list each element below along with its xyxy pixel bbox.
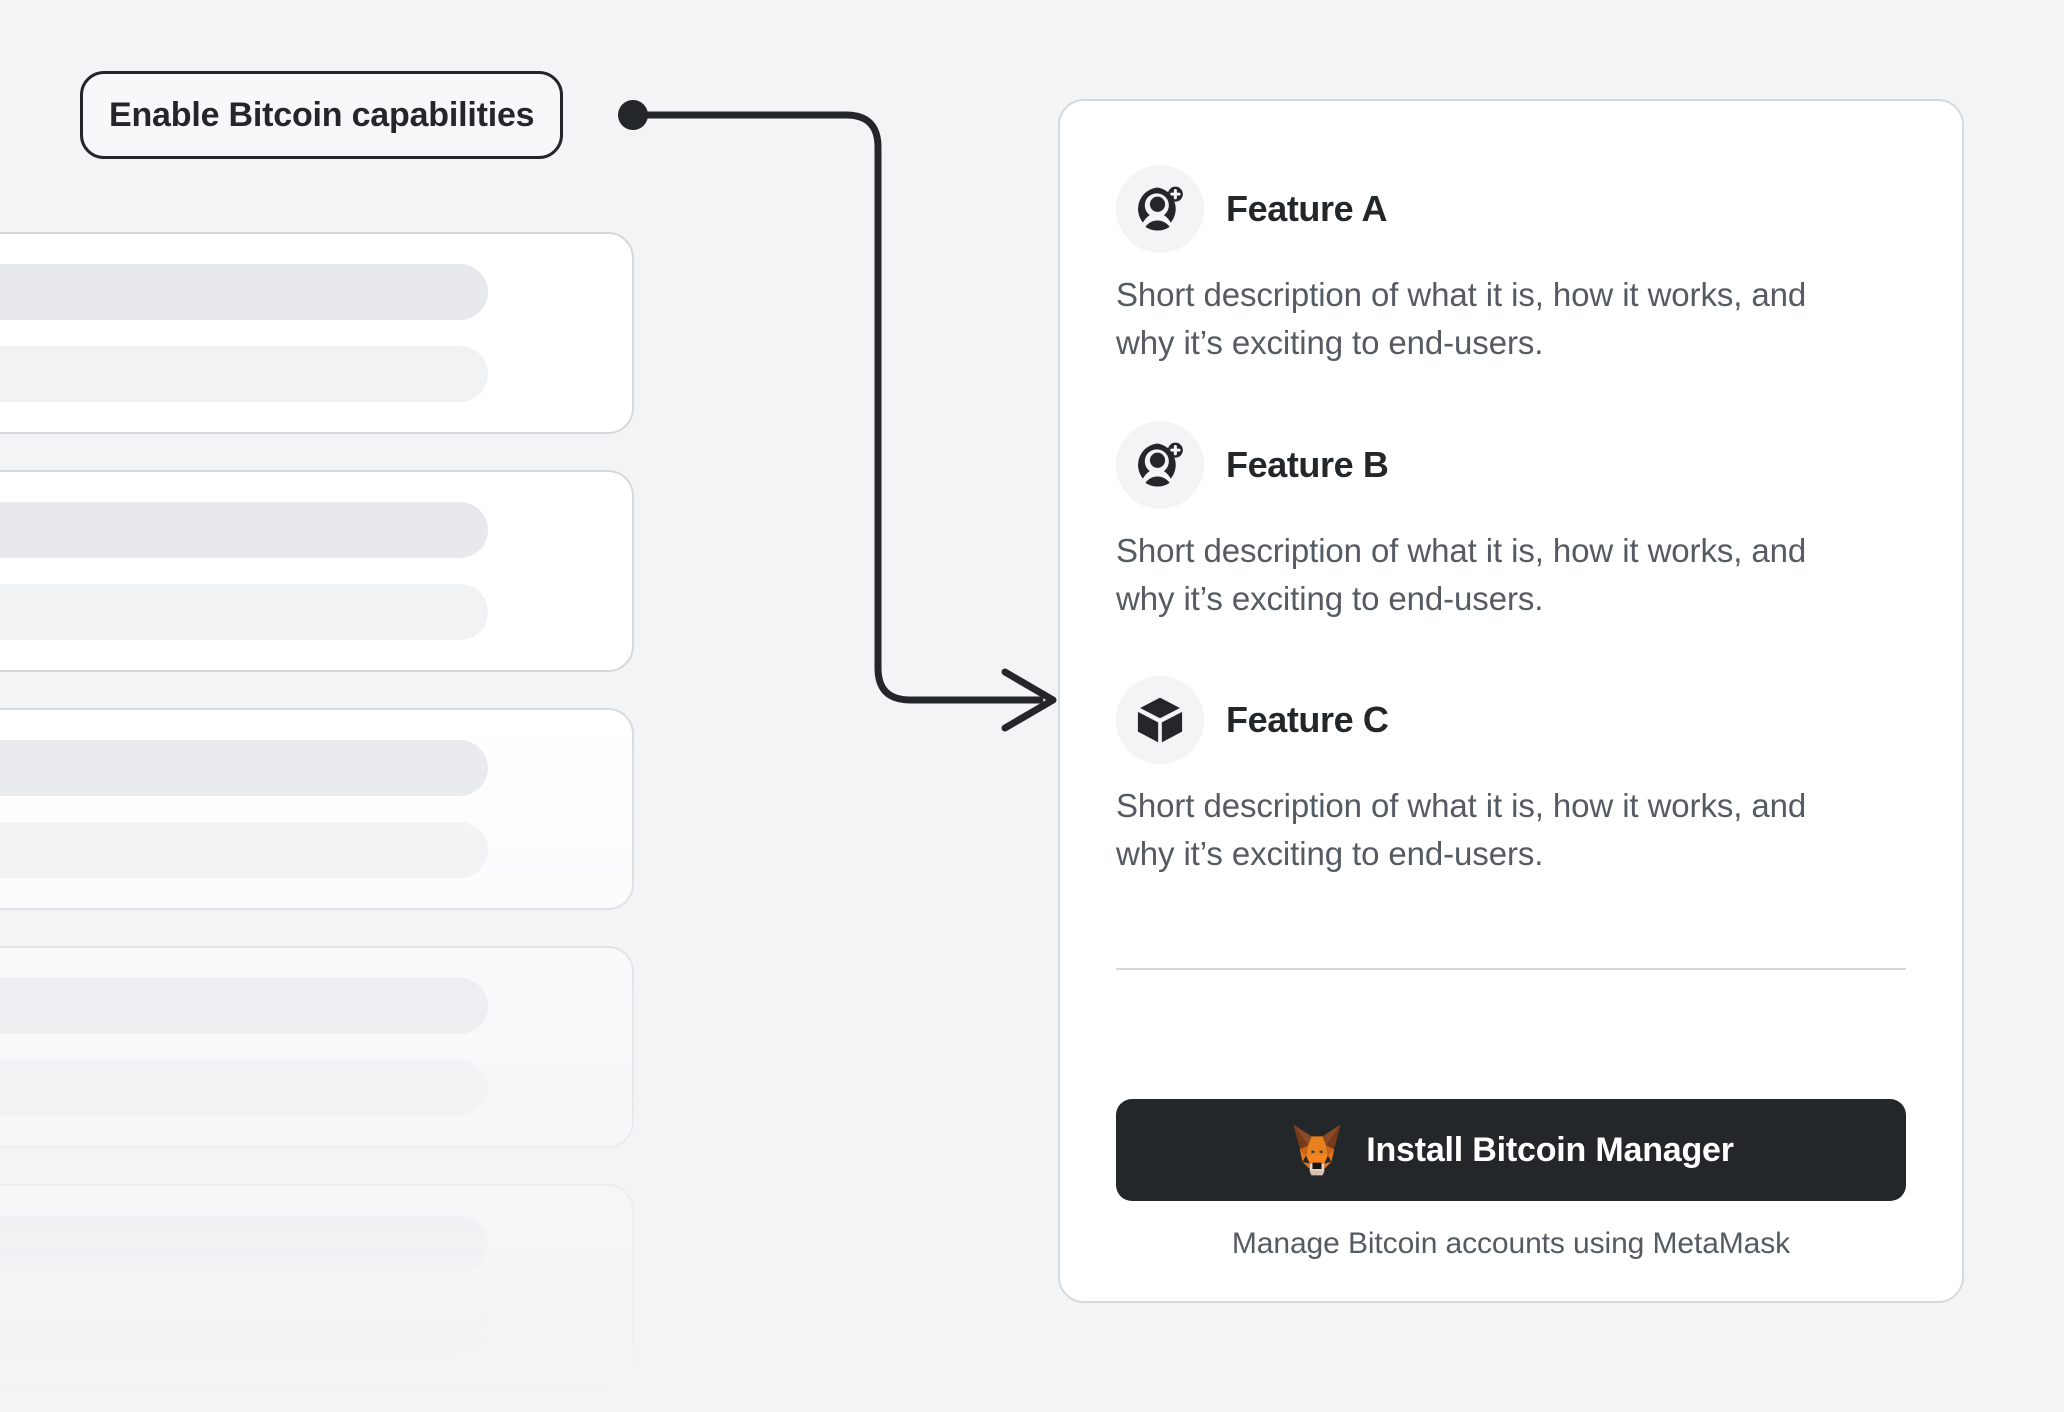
feature-item-a: Feature A Short description of what it i… bbox=[1116, 165, 1906, 367]
footer-caption: Manage Bitcoin accounts using MetaMask bbox=[1231, 1227, 1791, 1260]
placeholder-bar bbox=[0, 502, 488, 558]
cube-icon bbox=[1116, 676, 1204, 765]
connector-dot-icon bbox=[618, 100, 648, 130]
placeholder-bar bbox=[0, 1216, 488, 1272]
placeholder-bar bbox=[0, 1060, 488, 1116]
feature-a-header: Feature A bbox=[1116, 165, 1906, 253]
feature-a-title: Feature A bbox=[1226, 188, 1388, 229]
card-divider bbox=[1116, 968, 1906, 971]
feature-item-c: Feature C Short description of what it i… bbox=[1116, 676, 1906, 878]
placeholder-bar bbox=[0, 264, 488, 320]
add-account-icon bbox=[1116, 420, 1204, 509]
feature-c-header: Feature C bbox=[1116, 676, 1906, 765]
arrow-head-icon bbox=[1001, 668, 1057, 732]
feature-list: Feature A Short description of what it i… bbox=[1060, 101, 1962, 1055]
placeholder-card bbox=[0, 232, 634, 434]
install-button-label: Install Bitcoin Manager bbox=[1366, 1130, 1734, 1169]
feature-b-header: Feature B bbox=[1116, 420, 1906, 509]
placeholder-bar bbox=[0, 1298, 488, 1354]
placeholder-card bbox=[0, 1184, 634, 1386]
install-bitcoin-manager-button[interactable]: Install Bitcoin Manager bbox=[1116, 1099, 1906, 1201]
bitcoin-capabilities-card: Feature A Short description of what it i… bbox=[1058, 99, 1964, 1303]
callout-label-text: Enable Bitcoin capabilities bbox=[109, 95, 535, 134]
add-account-icon bbox=[1116, 165, 1204, 253]
elbow-arrow-icon bbox=[629, 111, 1044, 704]
placeholder-bar bbox=[0, 584, 488, 640]
feature-b-description: Short description of what it is, how it … bbox=[1116, 531, 1807, 617]
background-placeholder-list bbox=[0, 232, 634, 1412]
placeholder-card bbox=[0, 946, 634, 1148]
feature-c-description: Short description of what it is, how it … bbox=[1116, 787, 1807, 873]
placeholder-card bbox=[0, 470, 634, 672]
callout-label-pill[interactable]: Enable Bitcoin capabilities bbox=[80, 71, 564, 159]
placeholder-bar bbox=[0, 978, 488, 1034]
feature-a-description: Short description of what it is, how it … bbox=[1116, 276, 1807, 361]
placeholder-bar bbox=[0, 740, 488, 796]
card-footer: Install Bitcoin Manager Manage Bitcoin a… bbox=[1060, 1055, 1962, 1301]
feature-b-title: Feature B bbox=[1226, 443, 1389, 485]
metamask-fox-icon bbox=[1293, 1124, 1341, 1176]
placeholder-bar bbox=[0, 346, 488, 402]
feature-item-b: Feature B Short description of what it i… bbox=[1116, 420, 1906, 623]
feature-c-title: Feature C bbox=[1226, 699, 1389, 741]
placeholder-card bbox=[0, 708, 634, 910]
placeholder-bar bbox=[0, 822, 488, 878]
